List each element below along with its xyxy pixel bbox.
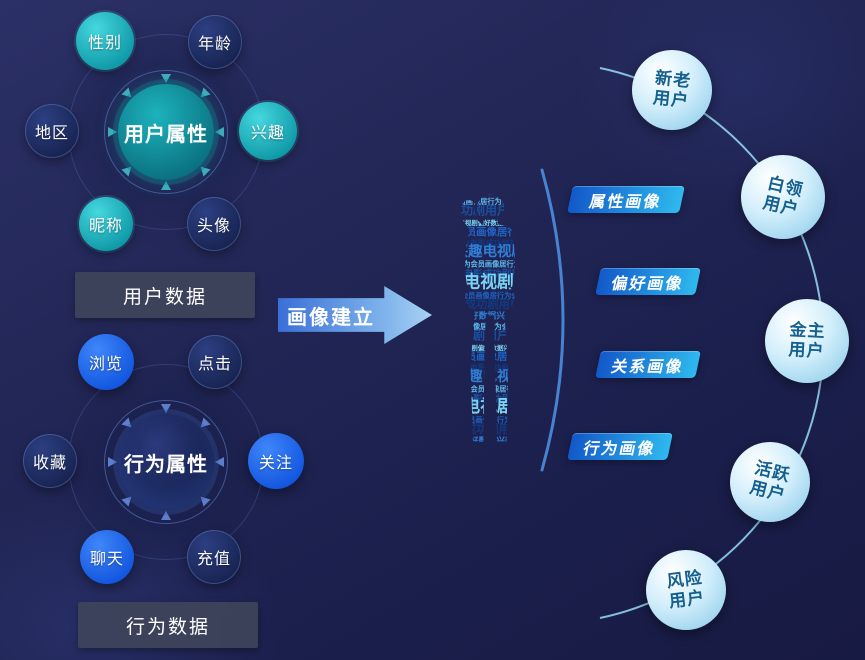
wordcloud-person-figure: 电视剧偏好数据兴趣电视剧偏好数据兴趣居行为会员画像居行为会员画像电影成功剧用户电… — [441, 185, 537, 456]
wordcloud-text-row: 用户电影成功剧用户电影成功剧 — [441, 422, 537, 436]
white-collar-users-circle: 白领 用户 — [741, 155, 825, 239]
wordcloud-text-row: 会员画像居行为会员画像居行为 — [441, 260, 521, 269]
satellite-age: 年龄 — [188, 15, 242, 69]
wordcloud-text-row: 兴趣电视剧偏好数据兴趣电视剧偏好数据 — [441, 271, 537, 291]
wordcloud-text-row: 居行为会员画像居行为会员画像 — [441, 322, 531, 331]
behavior-attributes-center: 行为属性 — [118, 414, 214, 510]
wordcloud-text-row: 偏好数据兴趣电视剧偏好数据兴趣电视剧 — [441, 218, 535, 227]
user-attributes-center: 用户属性 — [118, 84, 214, 180]
paying-users-line1: 金主 — [789, 319, 827, 341]
satellite-chat: 聊天 — [80, 530, 134, 584]
attribute-profile-tag: 属性画像 — [567, 186, 685, 213]
risk-users-line2: 用户 — [668, 587, 707, 612]
preference-profile-tag: 偏好画像 — [595, 268, 701, 295]
orbit-arrow-icon — [161, 511, 171, 520]
wordcloud-text-row: 居行为会员画像居行为会员画像 — [441, 447, 531, 456]
user-cluster-inner-ring — [104, 70, 228, 194]
paying-users-text: 金主 用户 — [788, 320, 826, 363]
wordcloud-text-row: 居行为会员画像居行为会员画像 — [441, 197, 531, 206]
wordcloud-text-row: 画像居行为会员画像居行为会员 — [441, 291, 526, 300]
paying-users-line2: 用户 — [788, 340, 825, 361]
profile-build-arrow-label: 画像建立 — [287, 306, 375, 329]
satellite-gender: 性别 — [76, 12, 134, 70]
wordcloud-text-row: 行为会员画像居行为会员画像居 — [441, 225, 537, 238]
wordcloud-text-row: 会员画像居行为会员画像居行为 — [441, 384, 521, 393]
risk-users-circle: 风险 用户 — [646, 550, 726, 630]
satellite-recharge: 充值 — [187, 530, 241, 584]
orbit-arrow-icon — [161, 181, 171, 190]
satellite-avatar: 头像 — [187, 197, 241, 251]
wordcloud-text-row: 行为会员画像居行为会员画像居 — [441, 350, 537, 363]
wordcloud-text-row: 兴趣电视剧偏好数据兴趣电视剧偏好数据 — [441, 396, 537, 416]
wordcloud-text-row: 电视剧偏好数据兴趣电视剧偏好数据兴趣 — [441, 434, 537, 445]
behavior-cluster-inner-ring — [104, 400, 228, 524]
orbit-arrow-icon — [108, 457, 117, 467]
satellite-favorite: 收藏 — [23, 434, 77, 488]
new-old-users-text: 新老 用户 — [652, 68, 692, 112]
active-users-circle: 活跃 用户 — [730, 442, 810, 522]
wordcloud-text-row: 电视剧偏好数据兴趣电视剧偏好数据兴趣 — [441, 310, 537, 321]
white-collar-users-text: 白领 用户 — [761, 173, 805, 221]
behavior-profile-tag: 行为画像 — [567, 433, 673, 460]
wordcloud-text-row: 电视剧偏好数据兴趣电视剧偏好数据兴趣 — [441, 185, 537, 196]
orbit-arrow-icon — [161, 404, 171, 413]
satellite-nickname: 昵称 — [79, 197, 133, 251]
figure-crescent-arc — [540, 168, 565, 472]
satellite-region: 地区 — [25, 104, 79, 158]
satellite-follow: 关注 — [248, 433, 304, 489]
new-old-users-circle: 新老 用户 — [632, 50, 712, 130]
paying-users-circle: 金主 用户 — [765, 299, 849, 383]
new-old-users-line2: 用户 — [652, 88, 690, 111]
user-data-box: 用户数据 — [75, 272, 255, 318]
behavior-data-box: 行为数据 — [78, 602, 258, 648]
wordcloud-text-row: 成功剧用户电影成功剧用户电影 — [441, 238, 537, 248]
orbit-arrow-icon — [215, 457, 224, 467]
orbit-arrow-icon — [161, 74, 171, 83]
orbit-arrow-icon — [108, 127, 117, 137]
wordcloud-text-row: 数据兴趣电视剧偏好数据兴趣电视剧偏好 — [441, 242, 537, 260]
risk-users-text: 风险 用户 — [666, 568, 707, 613]
orbit-arrow-icon — [215, 127, 224, 137]
active-users-text: 活跃 用户 — [748, 458, 792, 506]
profile-build-arrow: 画像建立 — [278, 286, 432, 344]
satellite-browse: 浏览 — [78, 334, 134, 390]
satellite-interest: 兴趣 — [239, 102, 297, 160]
wordcloud-text-row: 剧用户电影成功剧用户电影成功 — [441, 268, 537, 280]
wordcloud-text-row: 偏好数据兴趣电视剧偏好数据兴趣电视剧 — [441, 343, 535, 352]
wordcloud-text-row: 剧用户电影成功剧用户电影成功 — [441, 393, 537, 405]
relation-profile-tag: 关系画像 — [595, 351, 701, 378]
satellite-click: 点击 — [188, 335, 242, 389]
wordcloud-text-row: 电影成功剧用户电影成功剧用户 — [441, 327, 537, 342]
wordcloud-text-row: 电影成功剧用户电影成功剧用户 — [441, 203, 537, 218]
wordcloud-text-row: 数据兴趣电视剧偏好数据兴趣电视剧偏好 — [441, 367, 537, 385]
wordcloud-text-row: 用户电影成功剧用户电影成功剧 — [441, 297, 537, 311]
wordcloud-text-row: 成功剧用户电影成功剧用户电影 — [441, 363, 537, 373]
